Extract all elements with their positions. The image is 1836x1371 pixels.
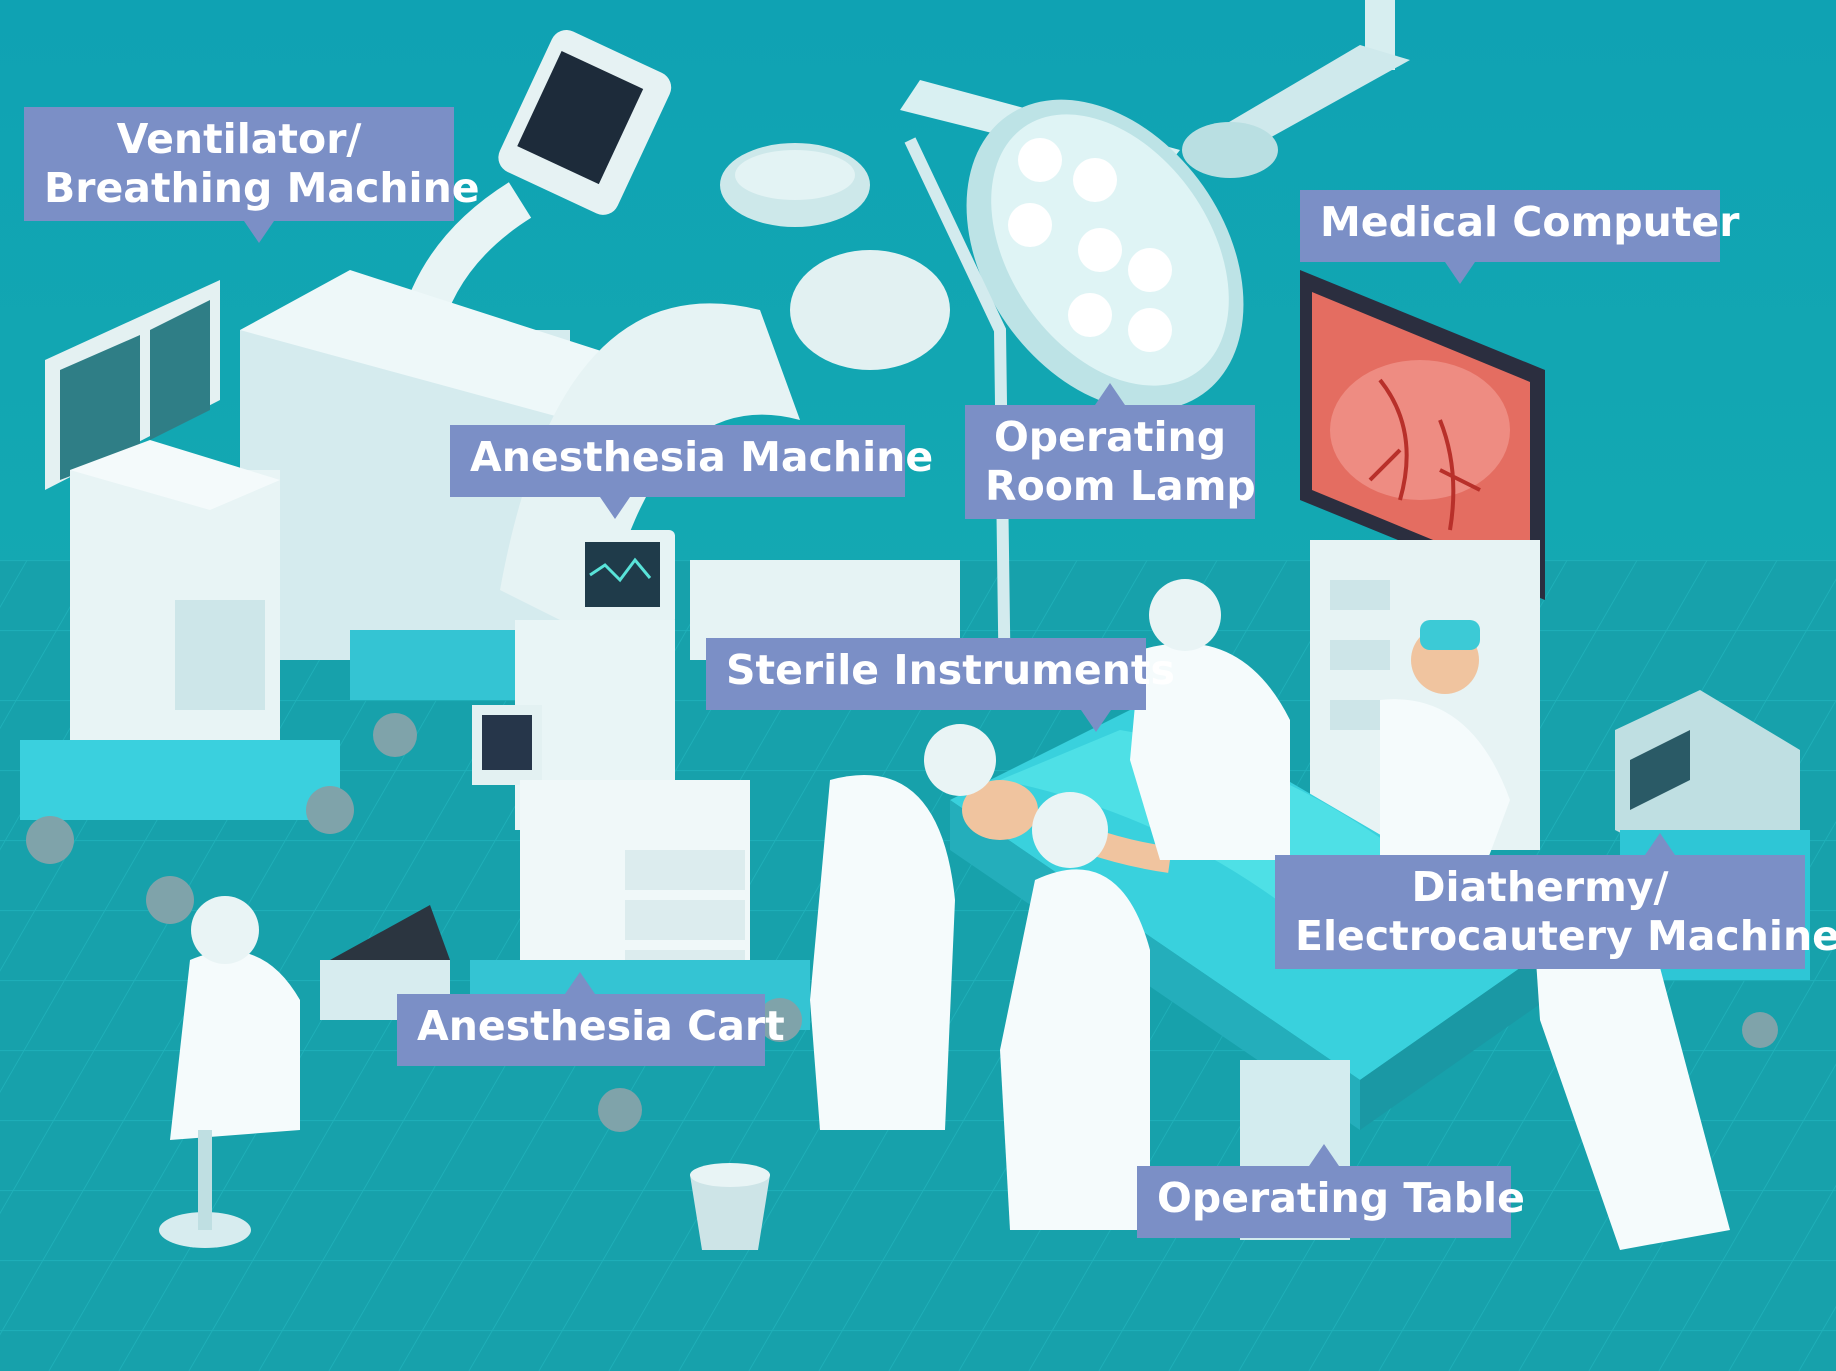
label-pointer — [1309, 1144, 1339, 1166]
label-anesthesia-cart-text: Anesthesia Cart — [417, 1002, 785, 1050]
label-ventilator-line1: Ventilator/ — [116, 115, 362, 163]
monitoring-cart — [20, 280, 354, 924]
label-medical-computer-text: Medical Computer — [1320, 198, 1740, 246]
label-anesthesia-machine-text: Anesthesia Machine — [470, 433, 934, 481]
label-operating-table-text: Operating Table — [1157, 1174, 1525, 1222]
label-diathermy-line2: Electrocautery Machine — [1295, 912, 1836, 960]
anesthesia-machine — [470, 530, 810, 1132]
operating-room-lamp — [720, 99, 1244, 701]
label-ventilator-line2: Breathing Machine — [44, 164, 480, 212]
surgical-staff — [159, 579, 1730, 1250]
label-lamp-line2: Room Lamp — [985, 462, 1256, 510]
label-operating-table: Operating Table — [1137, 1144, 1525, 1238]
label-anesthesia-cart: Anesthesia Cart — [397, 972, 785, 1066]
waste-bucket — [690, 1163, 770, 1250]
label-pointer — [1445, 262, 1475, 284]
label-diathermy-line1: Diathermy/ — [1411, 863, 1669, 911]
label-medical-computer: Medical Computer — [1300, 190, 1740, 284]
label-lamp-line1: Operating — [993, 413, 1227, 461]
label-pointer — [1095, 383, 1125, 405]
label-diathermy: Diathermy/ Electrocautery Machine — [1275, 833, 1836, 969]
label-pointer — [1081, 710, 1111, 732]
label-anesthesia-machine: Anesthesia Machine — [450, 425, 934, 519]
label-operating-room-lamp: Operating Room Lamp — [965, 383, 1256, 519]
label-sterile-instruments-text: Sterile Instruments — [726, 646, 1175, 694]
label-pointer — [565, 972, 595, 994]
label-pointer — [1645, 833, 1675, 855]
label-sterile-instruments: Sterile Instruments — [706, 638, 1175, 732]
label-pointer — [244, 221, 274, 243]
label-ventilator: Ventilator/ Breathing Machine — [24, 107, 480, 243]
label-pointer — [600, 497, 630, 519]
